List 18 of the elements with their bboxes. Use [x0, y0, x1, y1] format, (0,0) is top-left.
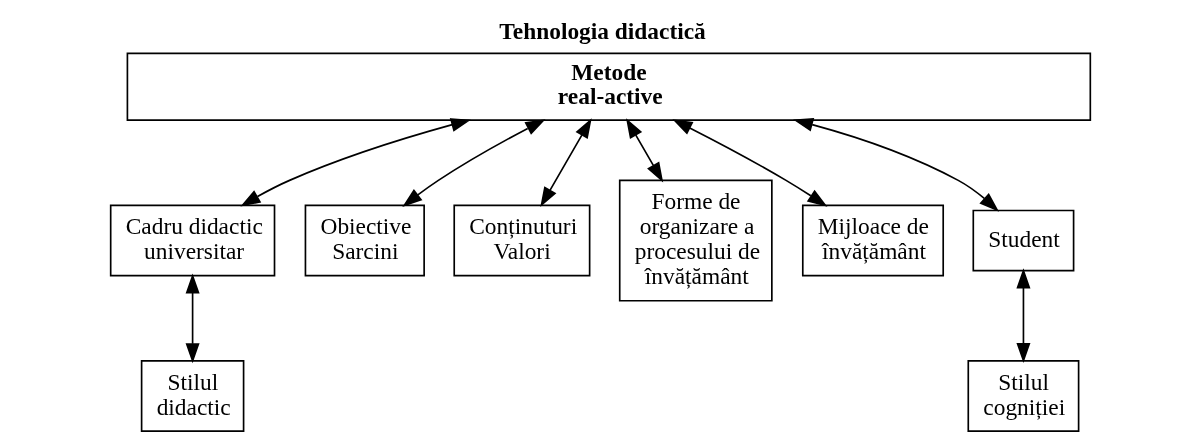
node-box: Mijloace de învățământ: [801, 204, 944, 277]
arrow: [625, 118, 663, 183]
node-box: Cadru didactic universitar: [109, 204, 275, 277]
arrow: [239, 118, 471, 207]
node-box: Obiective Sarcini: [304, 204, 425, 277]
arrow: [671, 119, 827, 207]
diagram-title: Tehnologia didactică: [498, 17, 706, 44]
arrow: [539, 118, 592, 208]
node-box: Metode real-active: [126, 52, 1091, 122]
arrow: [1015, 268, 1030, 364]
node-box: Stilul didactic: [140, 360, 244, 432]
node-box: Student: [971, 209, 1074, 272]
arrow: [185, 273, 200, 364]
node-box: Stilul cogniției: [966, 360, 1079, 432]
node-box: Conținuturi Valori: [452, 204, 590, 277]
node-box: Forme de organizare a procesului de învățământ: [618, 179, 773, 302]
arrow: [792, 117, 999, 212]
arrow: [401, 119, 546, 207]
